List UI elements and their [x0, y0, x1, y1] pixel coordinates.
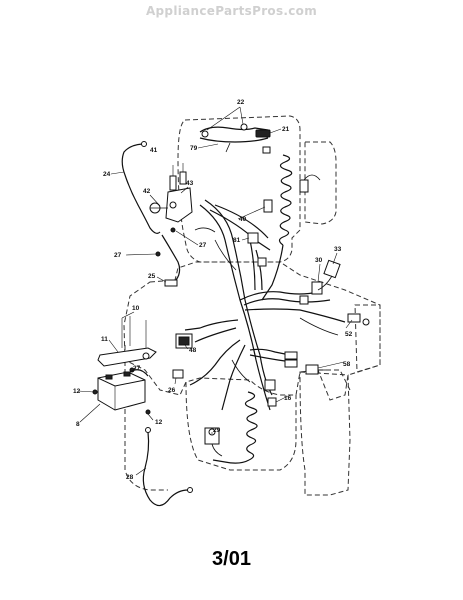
callout-25: 25 — [148, 273, 156, 280]
callout-11: 11 — [101, 336, 108, 343]
left-components — [164, 279, 298, 379]
watermark: AppliancePartsPros.com — [145, 4, 318, 18]
battery-cable-28 — [142, 427, 193, 507]
callout-28: 28 — [126, 474, 134, 481]
callout-22: 22 — [237, 99, 245, 106]
callout-27-battery: 27 — [133, 365, 141, 372]
callout-81: 81 — [233, 237, 241, 244]
tractor-outline — [123, 115, 381, 496]
callout-48: 48 — [189, 347, 197, 354]
callout-42: 42 — [143, 188, 151, 195]
callout-30: 30 — [315, 257, 323, 264]
callout-labels: 22 21 79 41 24 43 42 40 81 27 27 33 30 2… — [73, 99, 353, 481]
callout-26: 26 — [168, 387, 176, 394]
callout-52: 52 — [345, 331, 353, 338]
callout-41: 41 — [150, 147, 158, 154]
leader-lines — [77, 106, 353, 476]
callout-12-left: 12 — [73, 388, 81, 395]
coiled-wire-upper — [261, 154, 293, 301]
callout-40: 40 — [239, 216, 247, 223]
callout-8: 8 — [76, 421, 80, 428]
ground-cable-24 — [121, 141, 181, 285]
callout-24: 24 — [103, 171, 111, 178]
callout-10: 10 — [132, 305, 140, 312]
main-harness — [184, 199, 346, 411]
callout-58: 58 — [343, 361, 351, 368]
callout-27-upper: 27 — [199, 242, 207, 249]
callout-21: 21 — [282, 126, 290, 133]
callout-79: 79 — [190, 145, 198, 152]
right-components — [299, 259, 370, 375]
solenoid-29 — [204, 427, 223, 457]
callout-27-left: 27 — [114, 252, 122, 259]
seat-switch-assembly — [199, 123, 271, 154]
callout-33: 33 — [334, 246, 342, 253]
callout-29: 29 — [213, 427, 221, 434]
callout-16: 16 — [284, 395, 292, 402]
date-code: 3/01 — [212, 548, 251, 570]
coiled-wire-lower — [212, 391, 258, 464]
ignition-bracket — [149, 163, 193, 257]
callout-43: 43 — [186, 180, 194, 187]
callout-12-right: 12 — [155, 419, 163, 426]
battery-assembly — [92, 316, 157, 415]
relay-components — [247, 174, 321, 267]
